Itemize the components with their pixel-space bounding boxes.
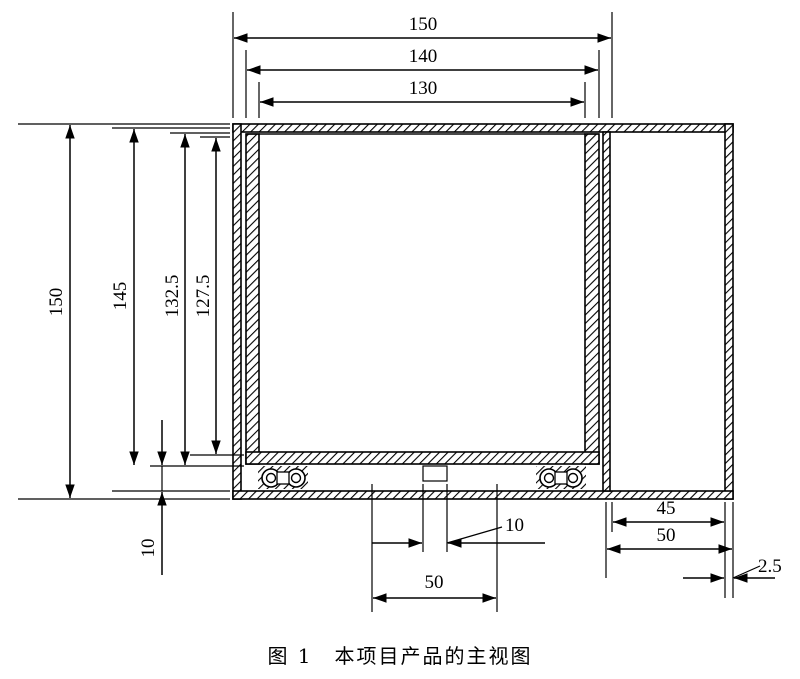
top-dimensions: 150 140 130 bbox=[232, 12, 613, 118]
dim-left-150: 150 bbox=[46, 288, 67, 317]
dim-center-50: 50 bbox=[425, 572, 444, 593]
bottom-center-dimensions: 10 50 bbox=[371, 484, 545, 612]
dim-left-132-5: 132.5 bbox=[162, 275, 183, 318]
dim-left-127-5: 127.5 bbox=[193, 275, 214, 318]
dim-right-50: 50 bbox=[657, 525, 676, 546]
dim-top-140: 140 bbox=[409, 46, 438, 67]
center-block bbox=[422, 465, 448, 482]
dim-top-130: 130 bbox=[409, 78, 438, 99]
dim-center-10: 10 bbox=[505, 515, 524, 536]
dim-top-150: 150 bbox=[409, 14, 438, 35]
figure-caption: 图 1 本项目产品的主视图 bbox=[267, 644, 533, 668]
dim-left-145: 145 bbox=[110, 282, 131, 311]
dim-right-45: 45 bbox=[657, 498, 676, 519]
left-roller bbox=[258, 466, 308, 489]
dim-left-10: 10 bbox=[138, 539, 159, 558]
inner-box bbox=[245, 133, 600, 465]
bottom-right-dimensions: 45 50 2.5 bbox=[605, 498, 782, 598]
right-roller bbox=[536, 466, 586, 489]
dim-right-2-5: 2.5 bbox=[758, 556, 782, 577]
left-dimensions: 150 145 132.5 127.5 10 bbox=[18, 123, 244, 575]
outer-frame bbox=[232, 123, 734, 500]
